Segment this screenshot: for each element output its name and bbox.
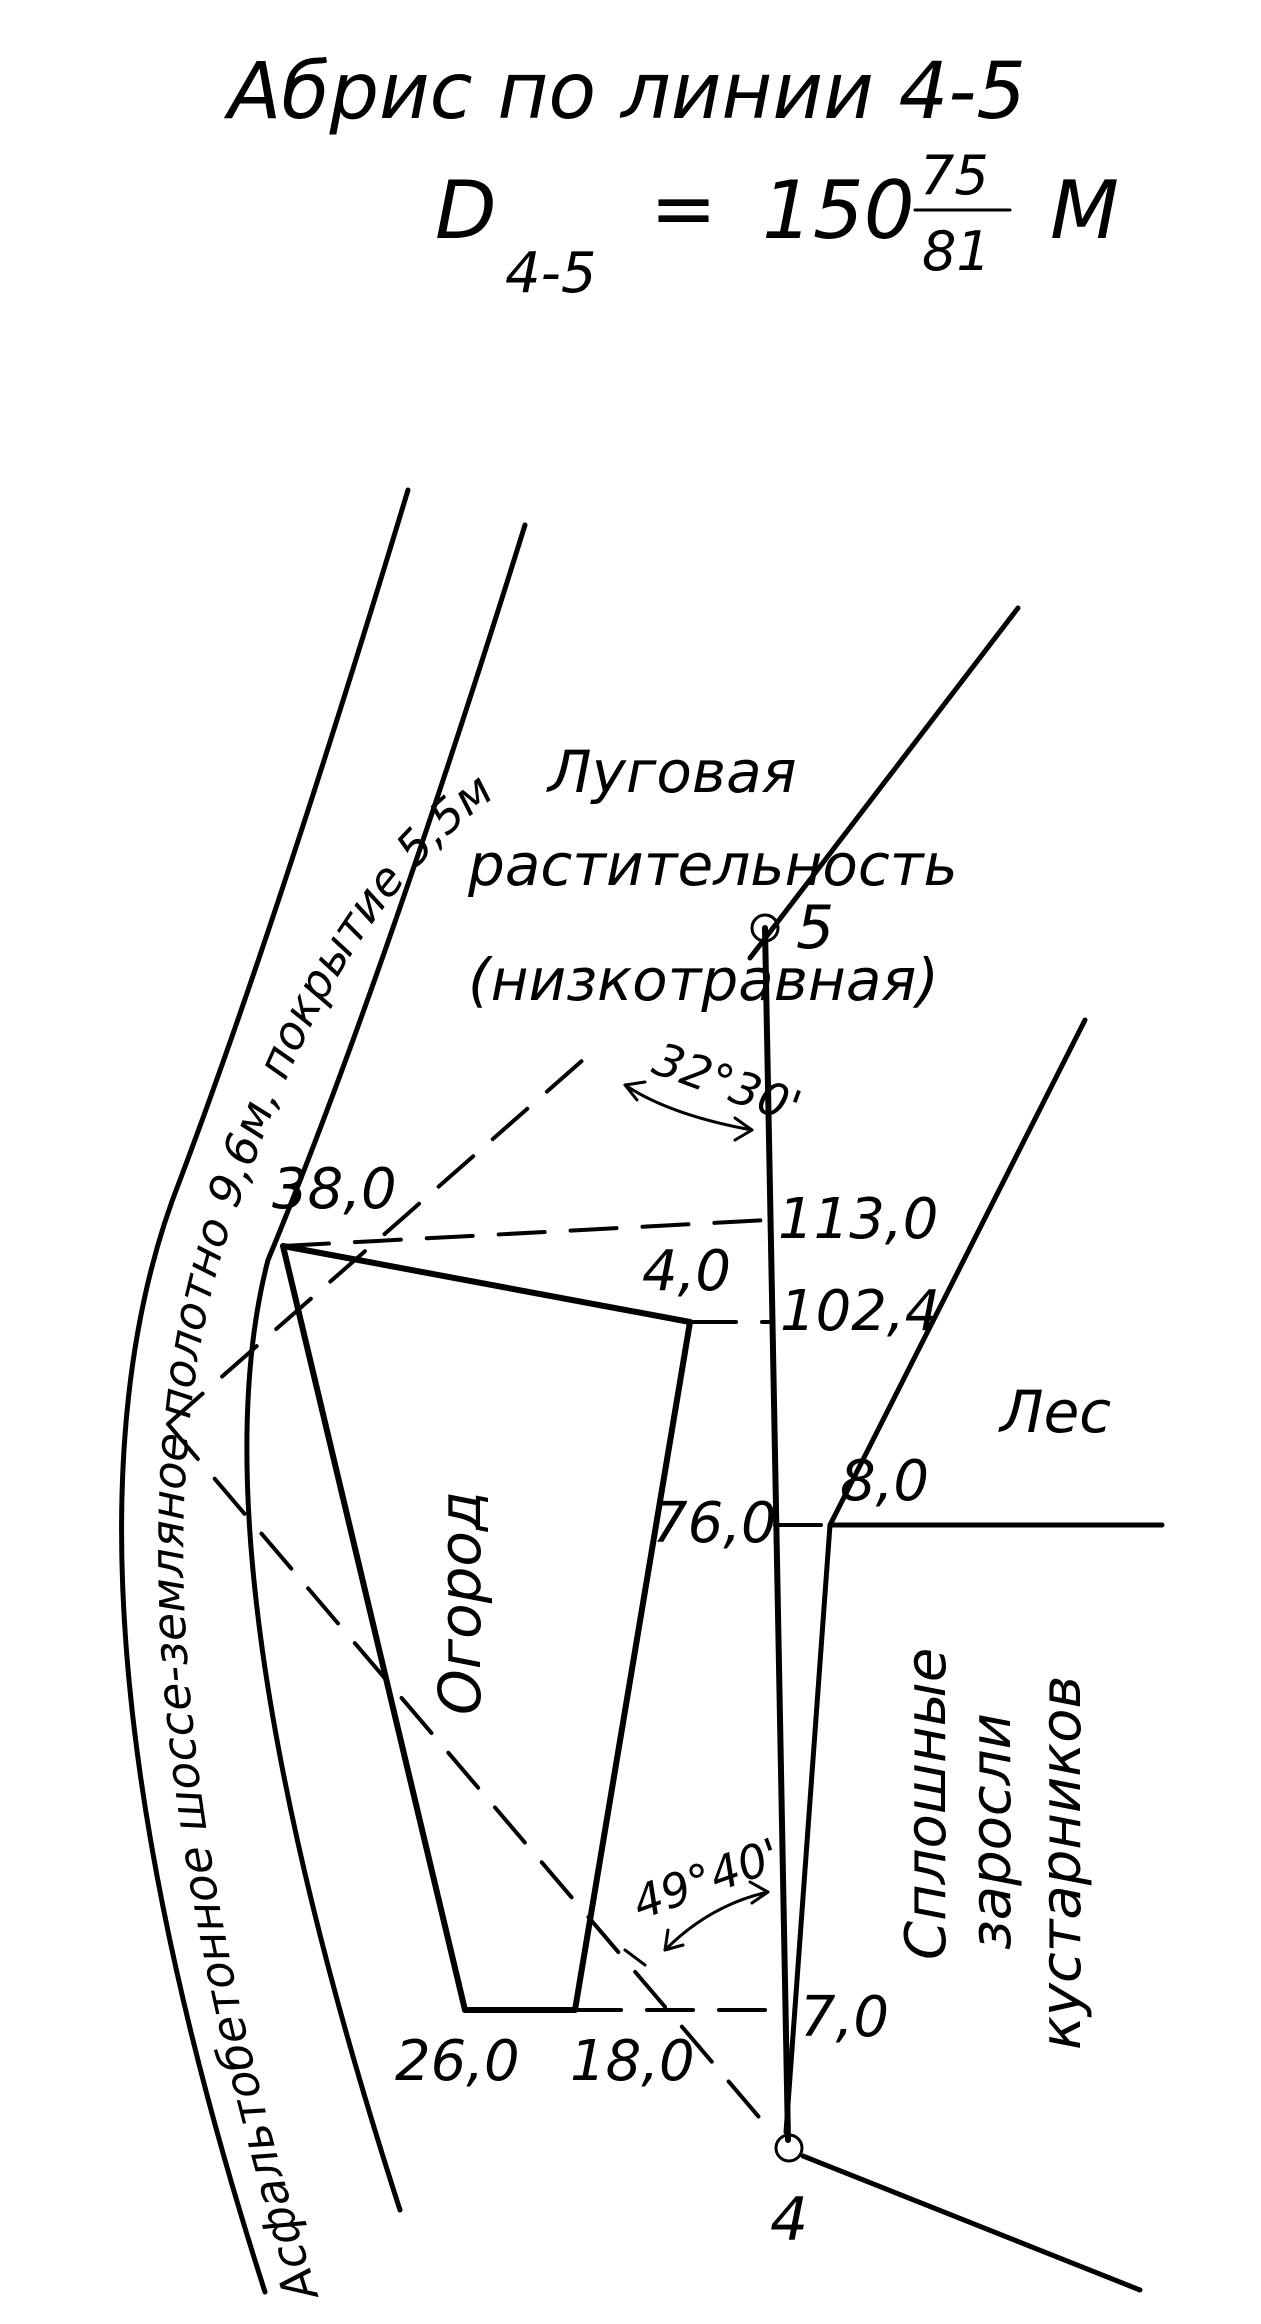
angle-label-upper: 32°30' bbox=[646, 1032, 808, 1135]
station-5-label: 5 bbox=[796, 893, 834, 963]
line-from-station-4 bbox=[800, 2153, 1143, 2293]
angle-arc-upper bbox=[623, 1083, 754, 1132]
distance-d-letter: D bbox=[435, 164, 497, 257]
distance-label-102: 102,4 bbox=[780, 1279, 940, 1344]
offset-label-38: 38,0 bbox=[272, 1157, 397, 1222]
angle-arrow-upper-left bbox=[623, 1080, 647, 1102]
road-right-edge bbox=[244, 522, 528, 2213]
distance-numerator: 75 bbox=[920, 144, 989, 207]
garden-label: Огород bbox=[426, 1491, 494, 1715]
forest-label: Лес bbox=[998, 1378, 1111, 1446]
shrubs-label-line1: Сплошные bbox=[894, 1648, 959, 1960]
angle-tick-lower bbox=[623, 1948, 647, 1967]
offset-label-26: 26,0 bbox=[395, 2029, 520, 2094]
angle-arrow-lower-left bbox=[663, 1928, 685, 1952]
offset-label-4: 4,0 bbox=[642, 1239, 731, 1304]
offset-label-18: 18,0 bbox=[570, 2029, 695, 2094]
forest-boundary-diagonal bbox=[827, 1017, 1088, 1528]
offset-line-113 bbox=[281, 1218, 770, 1248]
meadow-label-line2: растительность bbox=[467, 831, 958, 899]
station-4-label: 4 bbox=[770, 2185, 808, 2255]
distance-d-subscript: 4-5 bbox=[505, 241, 596, 306]
distance-label-76: 76,0 bbox=[652, 1491, 777, 1556]
distance-label-7: 7,0 bbox=[800, 1985, 889, 2050]
sketch-title: Абрис по линии 4-5 bbox=[223, 47, 1026, 137]
distance-label-113: 113,0 bbox=[778, 1187, 938, 1252]
road-left-edge bbox=[119, 487, 411, 2295]
sight-line-lower bbox=[166, 1422, 772, 2132]
distance-unit: М bbox=[1050, 164, 1119, 257]
station-5-marker bbox=[750, 913, 780, 943]
angle-arrow-upper-right bbox=[733, 1116, 754, 1142]
survey-line-4-5 bbox=[762, 925, 791, 2143]
shrubs-label-line2: заросли bbox=[959, 1713, 1024, 1950]
meadow-label-line1: Луговая bbox=[546, 738, 797, 806]
shrub-boundary-line bbox=[783, 1522, 833, 2135]
angle-arc-lower bbox=[663, 1890, 770, 1952]
sight-line-upper bbox=[166, 1043, 602, 1426]
distance-denominator: 81 bbox=[922, 220, 991, 283]
distance-whole: 150 bbox=[762, 164, 915, 257]
meadow-boundary-line bbox=[747, 605, 1021, 961]
angle-label-lower: 49°40' bbox=[625, 1827, 787, 1930]
offset-label-8: 8,0 bbox=[840, 1449, 929, 1514]
meadow-label-line3: (низкотравная) bbox=[468, 946, 939, 1014]
station-4-marker bbox=[774, 2133, 804, 2163]
shrubs-label-line3: кустарников bbox=[1029, 1676, 1094, 2050]
angle-arrow-lower-right bbox=[748, 1880, 770, 1905]
distance-equals: = bbox=[650, 162, 717, 255]
